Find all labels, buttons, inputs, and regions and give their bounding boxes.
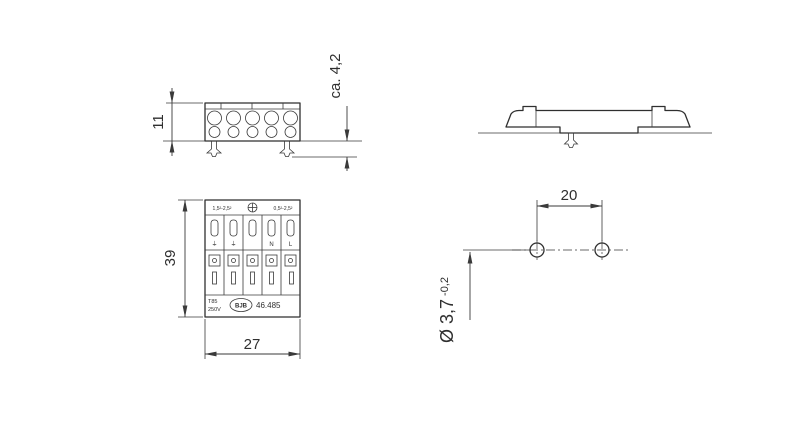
test-opening	[265, 254, 278, 267]
pole-columns: ⏚ ⏚ N	[208, 219, 297, 285]
test-opening	[246, 254, 259, 267]
dim-tolerance: -0,2	[439, 277, 451, 296]
voltage-marking: 250V	[208, 307, 221, 313]
lower-slot	[289, 271, 294, 285]
snap-foot-right	[278, 140, 296, 157]
lower-slot	[250, 271, 255, 285]
lower-slot	[269, 271, 274, 285]
dim-label-39: 39	[162, 250, 179, 267]
pole-2: ⏚	[227, 219, 240, 285]
approval-marking: T85	[208, 299, 217, 305]
pole-1: ⏚	[208, 219, 221, 285]
pole-3	[246, 219, 259, 285]
pole-5: L	[284, 219, 297, 285]
lower-slot	[231, 271, 236, 285]
wire-entry-holes-row1	[207, 110, 298, 126]
pole-label: ⏚	[230, 241, 236, 248]
test-opening	[227, 254, 240, 267]
dim-label-ca-4-2: ca. 4,2	[327, 53, 344, 98]
rating-right: 0,5²-2,5²	[274, 206, 293, 212]
release-slot	[229, 219, 238, 237]
dim-label-11: 11	[150, 114, 167, 130]
release-slot	[210, 219, 219, 237]
release-slot	[286, 219, 295, 237]
brand-logo-text: BJB	[235, 304, 248, 310]
mounting-hole-right	[594, 242, 610, 258]
pole-label: ⏚	[211, 241, 217, 248]
dim-11: 11	[150, 88, 203, 156]
test-opening	[284, 254, 297, 267]
dim-20: 20	[536, 187, 603, 241]
snap-foot-left	[205, 140, 223, 157]
pole-label: L	[289, 242, 293, 248]
pole-4: N	[265, 219, 278, 285]
front-view-body	[204, 199, 301, 318]
mounting-hole-left	[529, 242, 545, 258]
brand-logo-oval	[229, 298, 253, 312]
top-view-body	[204, 102, 301, 142]
pole-label: N	[269, 242, 273, 248]
dim-ca-4-2: ca. 4,2	[292, 53, 357, 171]
top-view	[163, 102, 362, 157]
test-opening	[208, 254, 221, 267]
dim-hole-dia: Ø 3,7-0,2	[437, 249, 529, 343]
side-view	[478, 105, 712, 148]
front-view: 1,5²-2,5² 0,5²-2,5² ⏚ ⏚	[204, 199, 301, 318]
hole-pattern: 20 Ø 3,7-0,2	[437, 187, 628, 343]
side-profile-body	[505, 105, 691, 134]
dim-label-20: 20	[561, 187, 578, 204]
lower-slot	[212, 271, 217, 285]
snap-foot	[563, 132, 579, 148]
release-slot	[267, 219, 276, 237]
dim-label-hole-dia: Ø 3,7-0,2	[437, 277, 457, 343]
pe-earth-symbol	[247, 202, 258, 213]
rating-left: 1,5²-2,5²	[213, 206, 232, 212]
release-slot	[248, 219, 257, 237]
part-number: 46.485	[256, 301, 281, 310]
wire-entry-holes-row2	[208, 126, 297, 138]
dim-39: 39	[162, 199, 203, 318]
dim-27: 27	[204, 319, 301, 359]
dim-label-27: 27	[244, 336, 261, 353]
